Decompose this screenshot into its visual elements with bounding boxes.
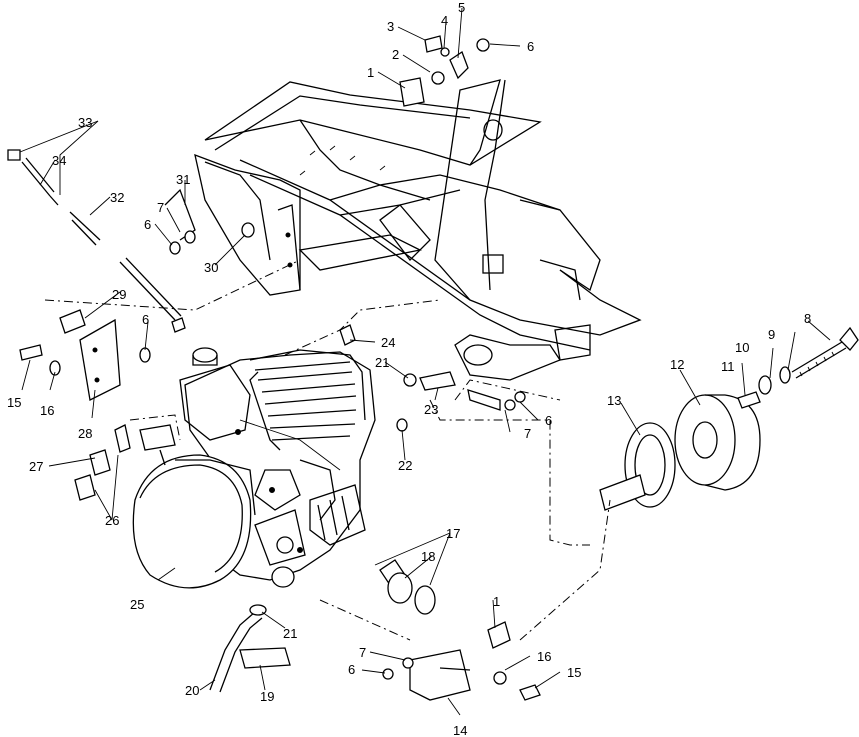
callout-label: 15 (7, 395, 21, 410)
callout-label: 6 (142, 312, 149, 327)
callout-label: 10 (735, 340, 749, 355)
callout-label: 23 (424, 402, 438, 417)
callout-label: 8 (804, 311, 811, 326)
callout-label: 7 (524, 426, 531, 441)
callout-label: 31 (176, 172, 190, 187)
callout-label: 25 (130, 597, 144, 612)
callout-label: 28 (78, 426, 92, 441)
callout-label: 6 (348, 662, 355, 677)
callout-label: 7 (359, 645, 366, 660)
callout-label: 33 (78, 115, 92, 130)
callout-label: 21 (283, 626, 297, 641)
callout-label: 13 (607, 393, 621, 408)
callout-label: 5 (458, 0, 465, 15)
chassis-frame (194, 79, 642, 411)
callout-label: 9 (768, 327, 775, 342)
callout-label: 1 (493, 594, 500, 609)
callout-labels: 1 1 2 3 4 5 6 6 6 6 6 7 7 7 8 9 10 11 12… (7, 0, 811, 737)
callout-label: 20 (185, 683, 199, 698)
callout-label: 19 (260, 689, 274, 704)
callout-label: 30 (204, 260, 218, 275)
callout-label: 34 (52, 153, 66, 168)
callout-label: 6 (527, 39, 534, 54)
callout-label: 7 (157, 200, 164, 215)
callout-label: 21 (375, 355, 389, 370)
callout-label: 18 (421, 549, 435, 564)
callout-label: 15 (567, 665, 581, 680)
callout-label: 1 (367, 65, 374, 80)
callout-label: 16 (537, 649, 551, 664)
clutch-parts (379, 326, 859, 615)
callout-label: 3 (387, 19, 394, 34)
callout-label: 4 (441, 13, 448, 28)
callout-label: 22 (398, 458, 412, 473)
callout-label: 12 (670, 357, 684, 372)
callout-label: 26 (105, 513, 119, 528)
recoil-starter (132, 424, 256, 589)
callout-label: 27 (29, 459, 43, 474)
callout-label: 6 (545, 413, 552, 428)
engine-assembly (179, 347, 376, 588)
callout-label: 29 (112, 287, 126, 302)
callout-label: 24 (381, 335, 395, 350)
callout-label: 6 (144, 217, 151, 232)
callout-label: 16 (40, 403, 54, 418)
callout-label: 2 (392, 47, 399, 62)
callout-label: 17 (446, 526, 460, 541)
hardware (7, 35, 541, 701)
callout-label: 32 (110, 190, 124, 205)
assembly-reference-lines (44, 235, 611, 641)
callout-label: 14 (453, 723, 467, 737)
leader-lines (19, 7, 831, 716)
callout-label: 11 (721, 359, 735, 374)
